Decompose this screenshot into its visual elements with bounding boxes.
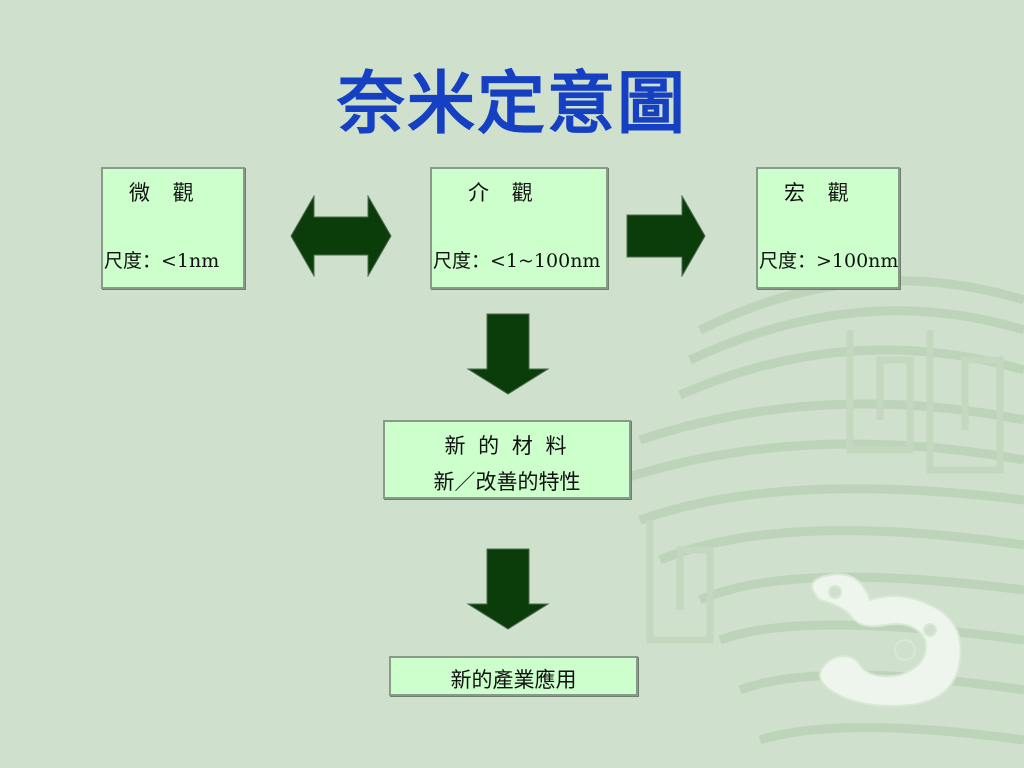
macro-scale-label: 宏 觀 (784, 181, 857, 205)
new-industry-application-label: 新的產業應用 (450, 668, 577, 692)
macro-scale-box: 宏 觀 尺度：>100nm (756, 167, 900, 289)
slide-title: 奈米定意圖 (336, 65, 687, 144)
new-materials-box: 新 的 材 料 新／改善的特性 (383, 420, 631, 499)
meso-scale-label: 介 觀 (468, 181, 541, 205)
down-arrow-icon (467, 548, 549, 630)
new-materials-label: 新 的 材 料 (444, 434, 570, 458)
meso-scale-size: 尺度：<1~100nm (433, 250, 601, 272)
macro-scale-size: 尺度：>100nm (759, 250, 899, 272)
right-arrow-icon (626, 195, 706, 277)
down-arrow-icon (467, 313, 549, 395)
micro-scale-size: 尺度：<1nm (104, 250, 220, 272)
meso-scale-box: 介 觀 尺度：<1~100nm (430, 167, 608, 289)
new-industry-application-box: 新的產業應用 (389, 656, 638, 696)
double-arrow-icon (290, 195, 392, 277)
micro-scale-box: 微 觀 尺度：<1nm (101, 167, 245, 289)
micro-scale-label: 微 觀 (129, 181, 202, 205)
improved-properties-label: 新／改善的特性 (433, 470, 581, 494)
